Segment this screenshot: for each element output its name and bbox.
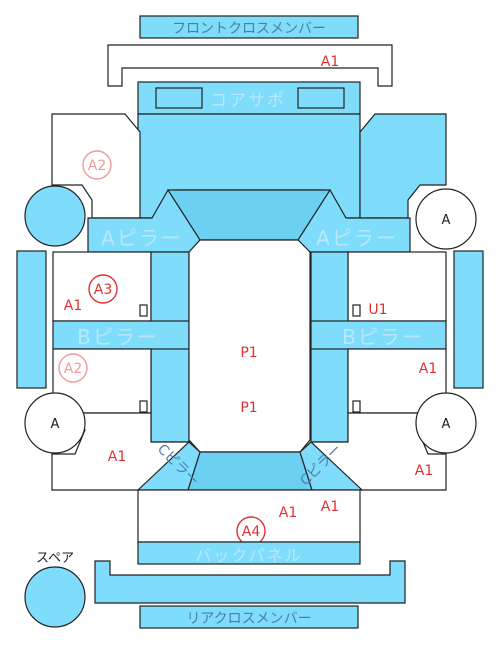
rear-window-panel[interactable] — [187, 451, 313, 491]
rear-cross-member-label: リアクロスメンバー — [186, 611, 311, 627]
right-quarter-mark: A1 — [415, 463, 433, 479]
front-cross-member-label: フロントクロスメンバー — [172, 21, 326, 37]
left-rear-door-mark: A2 — [64, 361, 82, 377]
hood-left-circle — [82, 150, 112, 180]
front-cross-mark: A1 — [321, 54, 339, 70]
hood-left-mark: A2 — [88, 158, 106, 174]
front-left-tire[interactable] — [24, 185, 86, 247]
right-front-door-handle — [352, 304, 361, 317]
back-panel[interactable] — [137, 541, 361, 565]
right-side-skirt[interactable] — [453, 250, 484, 389]
core-support-label: コアサポ — [210, 91, 286, 111]
right-front-door[interactable] — [347, 251, 447, 322]
rear-bumper-panel[interactable] — [94, 560, 406, 604]
front-right-tire[interactable] — [415, 188, 477, 250]
a-pillar-left-label: Aピラー — [101, 226, 183, 250]
headlight-left — [155, 87, 203, 109]
back-panel-circle-mark: A4 — [242, 524, 261, 540]
left-front-door-handle — [139, 304, 148, 317]
b-pillar-left-label: Bピラー — [77, 325, 159, 349]
spare-tire[interactable] — [24, 566, 86, 628]
right-door-mark: U1 — [368, 302, 387, 318]
left-side-skirt[interactable] — [16, 250, 47, 389]
left-front-door[interactable] — [52, 251, 152, 322]
rear-right-tire-label: A — [442, 417, 451, 432]
roof-rear-mark: P1 — [240, 400, 257, 416]
c-pillar-right[interactable] — [299, 441, 364, 491]
front-right-tire-label: A — [442, 213, 451, 228]
front-cross-member-panel[interactable] — [139, 15, 359, 39]
b-pillar-left[interactable] — [52, 320, 190, 350]
b-pillar-right[interactable] — [310, 320, 447, 350]
b-pillar-right-label: Bピラー — [342, 325, 424, 349]
left-quarter-mark: A1 — [108, 449, 126, 465]
spare-label: スペア — [36, 551, 74, 566]
trunk-right-mark: A1 — [321, 499, 339, 515]
roof-front-mark: P1 — [240, 345, 257, 361]
left-door-circle-mark: A3 — [94, 282, 112, 298]
rear-left-tire-label: A — [51, 417, 60, 432]
right-rear-door-mark: A1 — [419, 361, 437, 377]
left-rear-door-circle — [58, 353, 88, 383]
left-door-mark: A1 — [64, 298, 82, 314]
a-pillar-right-label: Aピラー — [316, 226, 398, 250]
right-rear-door-handle — [352, 400, 361, 413]
left-rear-door-handle — [139, 400, 148, 413]
rear-cross-member-panel[interactable] — [139, 605, 359, 629]
front-bumper-outline[interactable] — [107, 44, 393, 87]
headlight-right — [297, 87, 345, 109]
rear-left-tire[interactable] — [24, 392, 86, 454]
trunk-lid[interactable] — [137, 489, 361, 543]
rear-right-tire[interactable] — [415, 392, 477, 454]
back-panel-label: バックパネル — [195, 546, 302, 565]
trunk-left-mark: A1 — [279, 505, 297, 521]
left-door-circle — [88, 274, 118, 304]
